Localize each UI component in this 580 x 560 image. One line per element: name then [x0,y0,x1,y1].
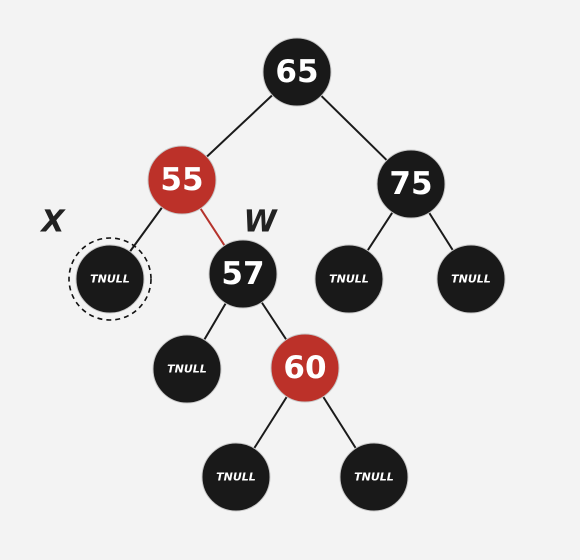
marker-x-label: X [39,205,66,240]
node-label: 60 [283,350,326,386]
null-leaf-n75_left_null: TNULL [314,244,384,314]
node-circle [75,244,145,314]
node-n60: 60 [270,333,340,403]
node-label: 75 [389,166,432,202]
node-label: 65 [275,54,318,90]
node-label: 57 [221,256,264,292]
node-label: TNULL [90,273,130,286]
null-leaf-n60_left_null: TNULL [201,442,271,512]
edge-n57-n60 [260,301,288,341]
node-circle [314,244,384,314]
marker-w-label: W [243,205,278,240]
node-circle [201,442,271,512]
node-circle [436,244,506,314]
node-circle [147,145,217,215]
node-label: 55 [160,162,203,198]
node-circle [152,334,222,404]
null-leaf-x_null: TNULL [68,237,152,321]
edge-n60-n60_left_null [253,396,288,449]
node-circle [376,149,446,219]
node-label: TNULL [167,363,207,376]
node-label: TNULL [451,273,491,286]
edges-layer [129,94,454,449]
edge-n55-x_null [129,206,163,253]
node-n55: 55 [147,145,217,215]
node-circle [208,239,278,309]
edge-n57-n57_left_null [203,302,227,341]
node-n75: 75 [376,149,446,219]
edge-n75-n75_right_null [428,212,454,251]
highlight-ring [68,237,152,321]
edge-n65-n75 [320,95,388,161]
node-n57: 57 [208,239,278,309]
node-label: TNULL [216,471,256,484]
node-label: TNULL [354,471,394,484]
edge-n60-n60_right_null [322,396,357,449]
edge-n65-n55 [206,94,273,158]
null-leaf-n57_left_null: TNULL [152,334,222,404]
node-circle [262,37,332,107]
node-circle [270,333,340,403]
node-circle [339,442,409,512]
null-leaf-n60_right_null: TNULL [339,442,409,512]
null-leaf-n75_right_null: TNULL [436,244,506,314]
edge-n55-n57 [199,207,226,247]
node-label: TNULL [329,273,369,286]
edge-n75-n75_left_null [366,211,394,252]
node-n65: 65 [262,37,332,107]
